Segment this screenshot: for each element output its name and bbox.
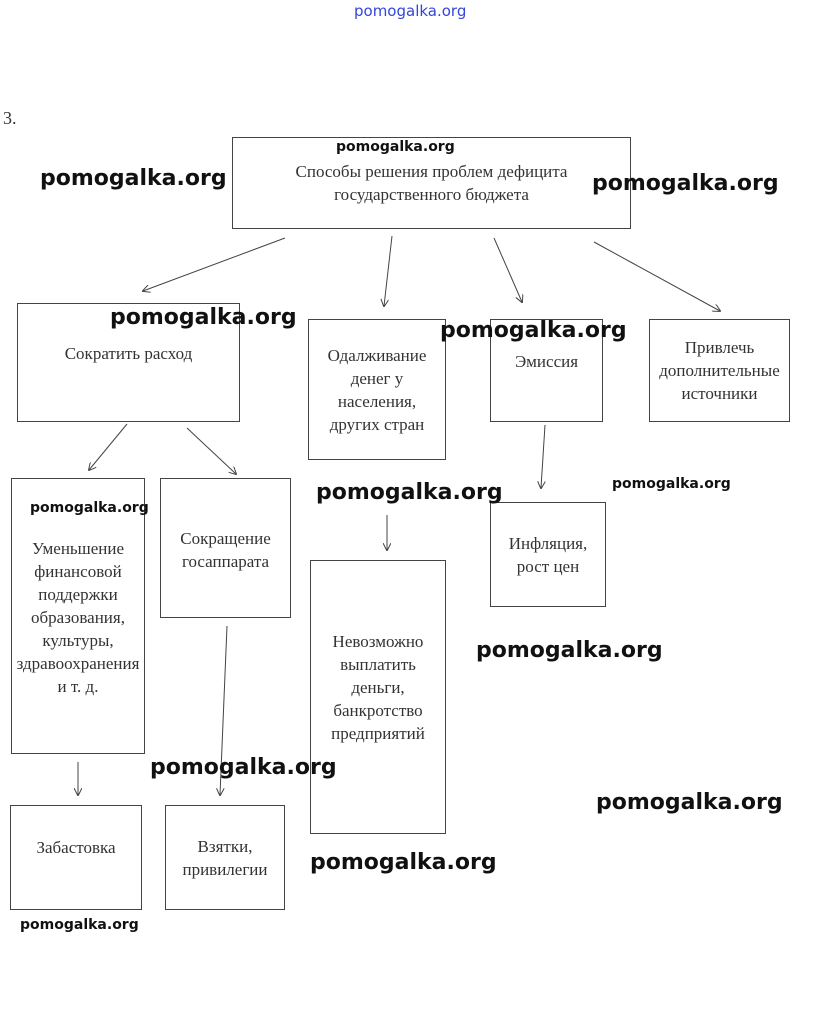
watermark: pomogalka.org xyxy=(596,790,783,815)
inability-to-pay-box: Невозможно выплатить деньги, банкротство… xyxy=(310,560,446,834)
arrow-root-to-borrow xyxy=(384,235,393,306)
header-watermark: pomogalka.org xyxy=(354,2,467,20)
watermark: pomogalka.org xyxy=(612,476,731,492)
emission-box: Эмиссия xyxy=(490,319,603,422)
cut-spending-box: Сократить расход xyxy=(17,303,240,422)
bribes-box: Взятки, привилегии xyxy=(165,805,285,910)
inflation-box: Инфляция, рост цен xyxy=(490,502,606,607)
watermark: pomogalka.org xyxy=(476,638,663,663)
arrow-root-to-emission xyxy=(493,237,522,302)
reduce-apparatus-box: Сокращение госаппарата xyxy=(160,478,291,618)
watermark: pomogalka.org xyxy=(40,166,227,191)
arrow-apparatus-to-bribes xyxy=(220,625,228,795)
watermark: pomogalka.org xyxy=(30,500,149,516)
watermark: pomogalka.org xyxy=(592,171,779,196)
arrow-cut-to-apparatus xyxy=(186,427,236,474)
watermark: pomogalka.org xyxy=(336,139,455,155)
arrow-emission-to-inflation xyxy=(541,424,546,488)
root-box: Способы решения проблем дефицита государ… xyxy=(232,137,631,229)
reduce-support-box: Уменьшение финансовой поддержки образова… xyxy=(11,478,145,754)
task-number: 3. xyxy=(3,108,17,128)
watermark: pomogalka.org xyxy=(310,850,497,875)
strike-box: Забастовка xyxy=(10,805,142,910)
watermark: pomogalka.org xyxy=(110,305,297,330)
arrow-root-to-sources xyxy=(593,241,720,311)
arrow-root-to-cut xyxy=(143,237,286,291)
watermark: pomogalka.org xyxy=(316,480,503,505)
watermark: pomogalka.org xyxy=(150,755,337,780)
watermark: pomogalka.org xyxy=(440,318,627,343)
watermark: pomogalka.org xyxy=(20,917,139,933)
borrowing-box: Одалживание денег у населения, других ст… xyxy=(308,319,446,460)
attract-sources-box: Привлечь дополнительные источники xyxy=(649,319,790,422)
arrow-cut-to-support xyxy=(89,423,128,470)
